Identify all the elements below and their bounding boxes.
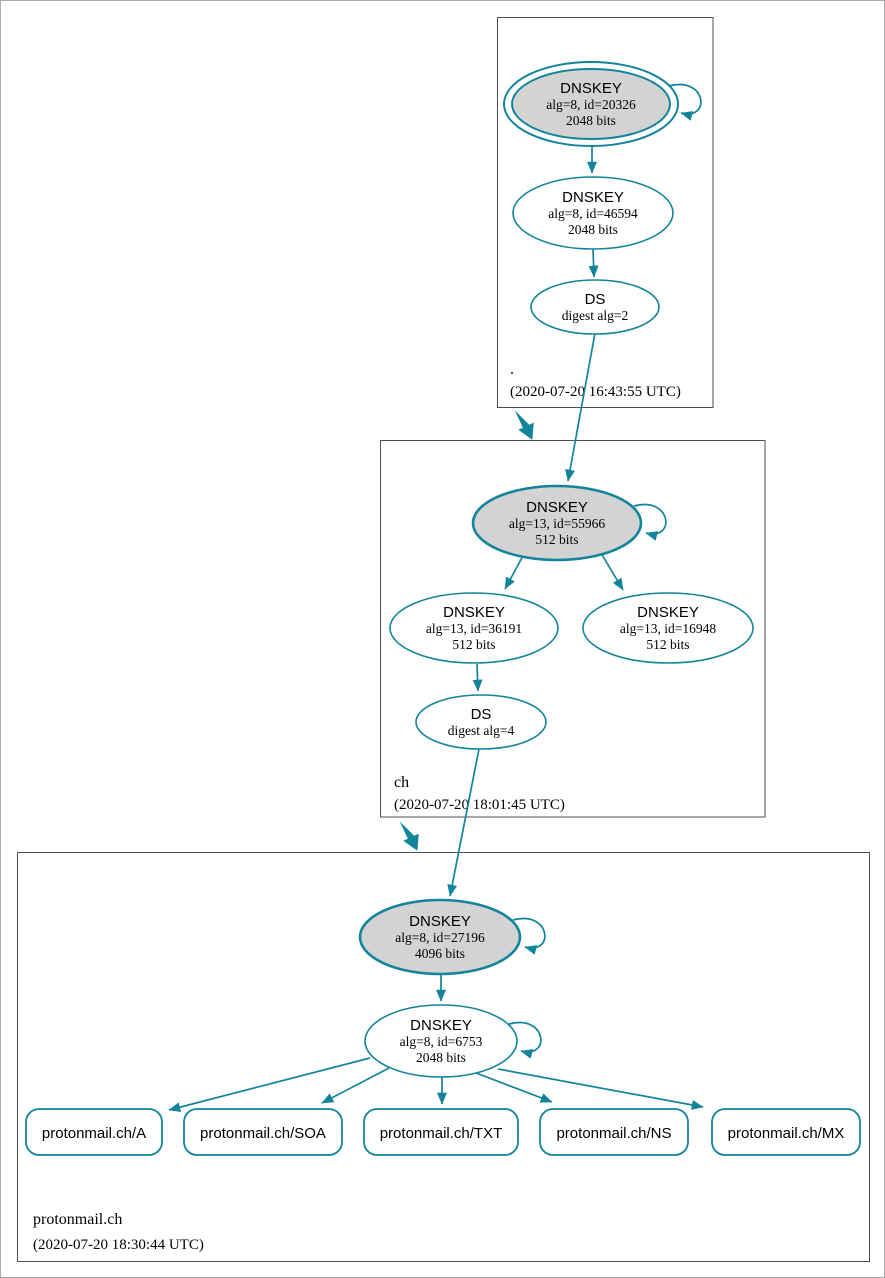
node-title: DNSKEY xyxy=(443,604,505,621)
dnskey-ellipse-outer xyxy=(503,61,679,147)
node-dnskey-27196-sep[interactable]: DNSKEY alg=8, id=27196 4096 bits xyxy=(358,898,522,976)
zone-label-ch: ch xyxy=(394,774,409,791)
zone-timestamp-root: (2020-07-20 16:43:55 UTC) xyxy=(510,384,681,400)
node-rrset-protonmail-ns[interactable]: protonmail.ch/NS xyxy=(539,1108,689,1156)
node-rrset-protonmail-txt[interactable]: protonmail.ch/TXT xyxy=(363,1108,519,1156)
edge-ch-ksk-to-zsk-36191 xyxy=(504,553,525,590)
edge-zsk-to-rrset-ns xyxy=(462,1067,553,1103)
node-bits: 4096 bits xyxy=(415,946,465,961)
delegation-arrow-ch-to-protonmail xyxy=(395,816,426,855)
node-bits: 2048 bits xyxy=(568,222,618,237)
dnskey-ellipse xyxy=(389,592,559,664)
node-dnskey-6753[interactable]: DNSKEY alg=8, id=6753 2048 bits xyxy=(364,1004,518,1078)
edge-ch-zsk-to-ds xyxy=(472,663,483,692)
zone-box-root xyxy=(497,17,714,408)
edge-ch-ksk-to-zsk-16948 xyxy=(600,552,624,591)
node-dnskey-36191[interactable]: DNSKEY alg=13, id=36191 512 bits xyxy=(389,592,559,664)
edge-zsk-to-rrset-mx xyxy=(497,1068,704,1110)
node-detail: alg=13, id=55966 xyxy=(509,516,605,531)
edge-ch-ds-to-protonmail-ksk xyxy=(447,748,480,897)
node-title: DNSKEY xyxy=(410,1017,472,1034)
node-bits: 2048 bits xyxy=(566,113,616,128)
edge-root-zsk-to-ds xyxy=(588,248,599,278)
zone-label-protonmail-ch: protonmail.ch xyxy=(33,1211,122,1228)
node-detail: alg=13, id=16948 xyxy=(620,621,716,636)
self-loop-ch-ksk xyxy=(633,503,667,541)
node-detail: alg=8, id=27196 xyxy=(395,930,485,945)
node-title: DNSKEY xyxy=(526,499,588,516)
delegation-arrow-root-to-ch xyxy=(510,405,541,444)
node-title: DS xyxy=(585,291,606,308)
zone-timestamp-ch: (2020-07-20 18:01:45 UTC) xyxy=(394,797,565,813)
rrset-label: protonmail.ch/NS xyxy=(556,1125,671,1142)
rrset-box xyxy=(711,1108,861,1156)
zone-timestamp-protonmail-ch: (2020-07-20 18:30:44 UTC) xyxy=(33,1237,204,1253)
node-rrset-protonmail-a[interactable]: protonmail.ch/A xyxy=(25,1108,163,1156)
edge-zsk-to-rrset-soa xyxy=(321,1067,390,1104)
dnskey-ellipse xyxy=(582,592,754,664)
node-detail: alg=13, id=36191 xyxy=(426,621,522,636)
rrset-box xyxy=(183,1108,343,1156)
rrset-label: protonmail.ch/MX xyxy=(728,1125,845,1142)
node-rrset-protonmail-mx[interactable]: protonmail.ch/MX xyxy=(711,1108,861,1156)
rrset-label: protonmail.ch/A xyxy=(42,1125,146,1142)
rrset-label: protonmail.ch/TXT xyxy=(380,1125,503,1142)
dnskey-ellipse xyxy=(358,898,522,976)
node-dnskey-55966-sep[interactable]: DNSKEY alg=13, id=55966 512 bits xyxy=(471,484,643,562)
node-detail: alg=8, id=6753 xyxy=(400,1034,483,1049)
ds-ellipse xyxy=(415,694,547,750)
edge-zsk-to-rrset-a xyxy=(168,1057,371,1113)
zone-label-root: . xyxy=(510,361,514,378)
node-detail: alg=8, id=20326 xyxy=(546,97,636,112)
node-ds-ch[interactable]: DS digest alg=4 xyxy=(415,694,547,750)
node-title: DS xyxy=(471,706,492,723)
node-dnskey-46594[interactable]: DNSKEY alg=8, id=46594 2048 bits xyxy=(512,176,674,250)
dnskey-ellipse xyxy=(471,484,643,562)
self-loop-root-ksk xyxy=(668,83,702,121)
rrset-box xyxy=(539,1108,689,1156)
dnskey-ellipse xyxy=(364,1004,518,1078)
dnskey-ellipse-inner xyxy=(511,68,671,140)
node-title: DNSKEY xyxy=(409,913,471,930)
edge-root-ds-to-ch-ksk xyxy=(565,332,596,482)
node-bits: 512 bits xyxy=(535,532,578,547)
self-loop-protonmail-zsk xyxy=(508,1021,542,1059)
rrset-box xyxy=(25,1108,163,1156)
self-loop-protonmail-ksk xyxy=(512,917,546,955)
node-rrset-protonmail-soa[interactable]: protonmail.ch/SOA xyxy=(183,1108,343,1156)
node-title: DNSKEY xyxy=(637,604,699,621)
node-title: DNSKEY xyxy=(560,80,622,97)
node-dnskey-20326-trust-anchor[interactable]: DNSKEY alg=8, id=20326 2048 bits xyxy=(503,61,679,147)
node-detail: digest alg=4 xyxy=(448,723,515,738)
node-dnskey-16948[interactable]: DNSKEY alg=13, id=16948 512 bits xyxy=(582,592,754,664)
node-title: DNSKEY xyxy=(562,189,624,206)
node-detail: digest alg=2 xyxy=(562,308,628,323)
node-bits: 512 bits xyxy=(452,637,495,652)
ds-ellipse xyxy=(530,279,660,335)
zone-box-ch xyxy=(380,440,766,818)
node-detail: alg=8, id=46594 xyxy=(548,206,638,221)
zone-box-protonmail-ch xyxy=(17,852,870,1262)
dnskey-ellipse xyxy=(512,176,674,250)
node-ds-root[interactable]: DS digest alg=2 xyxy=(530,279,660,335)
rrset-label: protonmail.ch/SOA xyxy=(200,1125,326,1142)
node-bits: 512 bits xyxy=(646,637,689,652)
rrset-box xyxy=(363,1108,519,1156)
node-bits: 2048 bits xyxy=(416,1050,466,1065)
